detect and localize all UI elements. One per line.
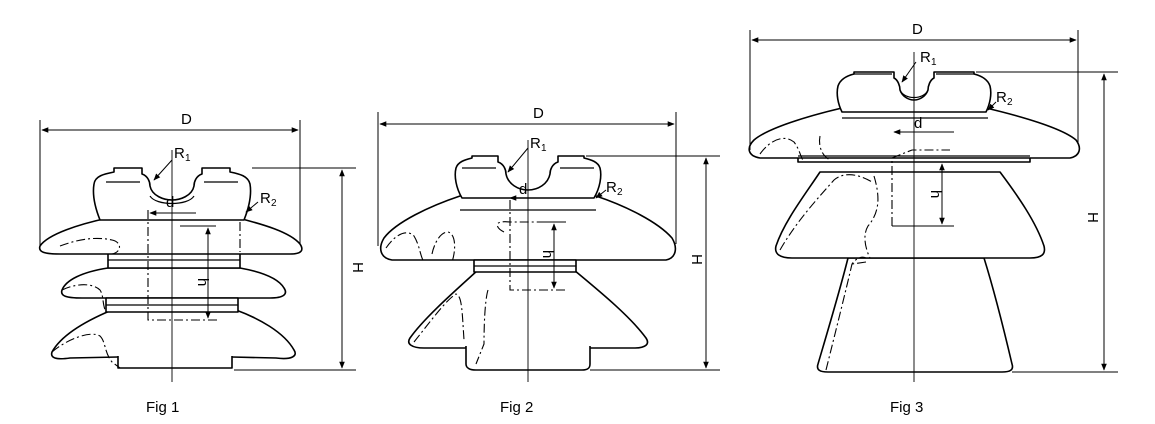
fig1-top-shed (38, 217, 303, 255)
fig3-R1-sub: 1 (931, 57, 937, 68)
fig1-R2-label: R (260, 190, 271, 207)
fig3-bottom-cone (816, 257, 1014, 373)
fig1-d-label: d (166, 194, 174, 211)
fig3-caption: Fig 3 (890, 399, 923, 416)
fig1-middle-shed (60, 267, 287, 299)
fig3-R2-label: R (996, 89, 1007, 106)
fig2-d-label: d (519, 181, 527, 198)
fig1-D-label: D (181, 111, 192, 128)
fig1-R1-label: R (174, 145, 185, 162)
fig2-R1-sub: 1 (541, 143, 547, 154)
figure-3: D H h d R 1 R 2 Fig 3 (748, 21, 1118, 416)
fig1-h-label: h (194, 278, 211, 286)
fig2-h-label: h (539, 250, 556, 258)
fig2-R1-label: R (530, 135, 541, 152)
fig3-middle-cone (774, 171, 1046, 259)
figure-1: D H h d R 1 R 2 Fig 1 (38, 111, 366, 416)
fig2-caption: Fig 2 (500, 399, 533, 416)
fig1-bottom-stub (117, 356, 233, 369)
fig1-R1-sub: 1 (185, 153, 191, 164)
fig2-R2-sub: 2 (617, 187, 623, 198)
fig3-h-label: h (927, 190, 944, 198)
fig3-R2-sub: 2 (1007, 97, 1013, 108)
fig3-R1-label: R (920, 49, 931, 66)
fig3-H-label: H (1084, 212, 1101, 223)
fig3-d-label: d (914, 115, 922, 132)
fig2-R2-label: R (606, 179, 617, 196)
fig1-R2-sub: 2 (271, 198, 277, 209)
fig2-D-label: D (533, 105, 544, 122)
figure-2: D H h d R 1 R 2 Fig 2 (377, 105, 720, 416)
fig2-H-label: H (688, 254, 705, 265)
fig3-D-label: D (912, 21, 923, 38)
fig1-caption: Fig 1 (146, 399, 179, 416)
fig1-H-label: H (349, 262, 366, 273)
